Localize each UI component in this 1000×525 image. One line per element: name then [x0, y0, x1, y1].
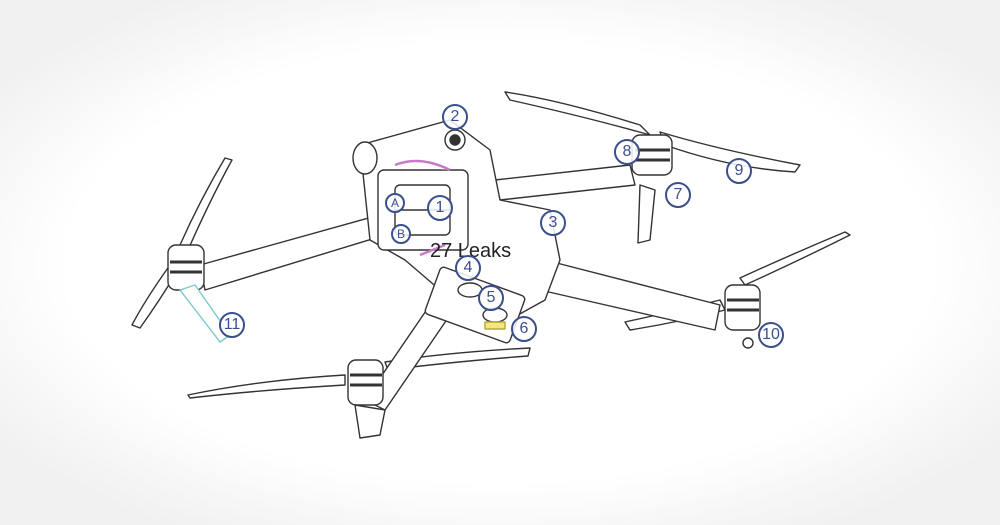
drone-body — [352, 119, 561, 344]
watermark-text: 27 Leaks — [430, 240, 512, 262]
callout-4: 4 — [455, 255, 481, 281]
propeller-front-right — [504, 91, 801, 173]
callout-b: B — [391, 224, 411, 244]
callout-3: 3 — [540, 210, 566, 236]
arm-front-left — [167, 211, 396, 343]
callout-a: A — [385, 193, 405, 213]
callout-5: 5 — [478, 285, 504, 311]
callout-9: 9 — [726, 158, 752, 184]
callout-10: 10 — [758, 322, 784, 348]
callout-8: 8 — [614, 139, 640, 165]
callout-7: 7 — [665, 182, 691, 208]
callout-11: 11 — [219, 312, 245, 338]
callout-2: 2 — [442, 104, 468, 130]
propeller-rear-left — [187, 347, 531, 399]
propeller-front-left — [131, 157, 233, 329]
callout-1: 1 — [427, 195, 453, 221]
arm-front-right — [494, 134, 673, 244]
arm-rear-left — [347, 304, 451, 439]
callout-6: 6 — [511, 316, 537, 342]
arm-rear-right — [539, 259, 761, 349]
